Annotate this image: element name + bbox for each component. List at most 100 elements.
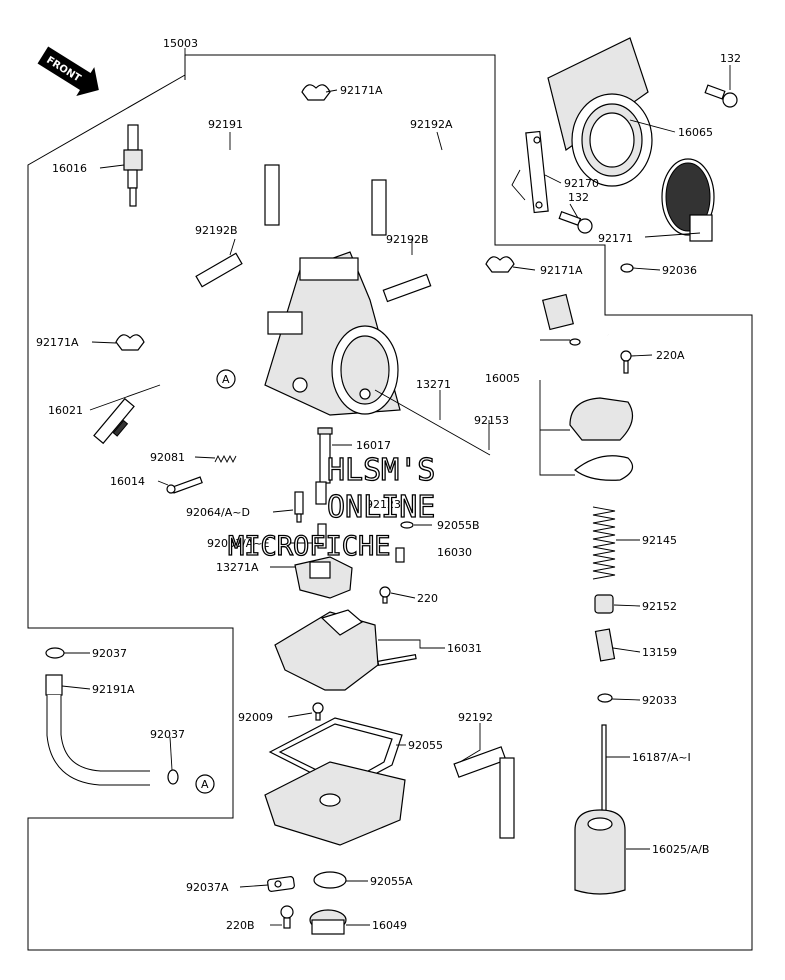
cap-92036-part[interactable] [620,263,634,273]
assembly-frame [27,54,753,951]
label-92153: 92153 [474,414,509,427]
label-92123: 92123 [366,498,401,511]
callout-a-lower: A [195,774,215,794]
plate-13271a-part[interactable] [294,556,353,599]
callout-a-lower-label: A [201,778,209,791]
pilot-jet-part[interactable] [317,523,327,549]
starter-plunger-part[interactable] [123,124,143,207]
label-16030: 16030 [437,546,472,559]
label-92081: 92081 [150,451,185,464]
label-220: 220 [417,592,438,605]
label-92009: 92009 [238,711,273,724]
clamp-92037a-part[interactable] [267,876,295,892]
label-92152: 92152 [642,600,677,613]
cable-adjuster-part[interactable] [542,293,574,331]
label-92037-upper: 92037 [92,647,127,660]
label-92145: 92145 [642,534,677,547]
label-13159: 13159 [642,646,677,659]
float-part[interactable] [274,609,417,691]
needle-holder-13159-part[interactable] [594,628,616,662]
screw-220-part[interactable] [379,586,391,604]
label-13271: 13271 [416,378,451,391]
label-92037a: 92037A [186,881,229,894]
clamp-left-part[interactable] [115,334,145,351]
label-132-mid: 132 [568,191,589,204]
watermark-line-3: MICROFICHE [228,531,391,562]
main-jet-part[interactable] [294,491,304,523]
bolt-132-mid-part[interactable] [558,210,593,234]
clamp-mid-part[interactable] [485,256,515,273]
spring-92081-part[interactable] [214,454,237,464]
gasket-cover-part[interactable] [574,455,634,481]
watermark-line-2: ONLINE [327,490,435,525]
band-clamp-part[interactable] [661,158,715,242]
adjusting-screw-part[interactable] [93,397,135,445]
label-92037-lower: 92037 [150,728,185,741]
top-cover-16005-part[interactable] [569,334,634,441]
label-92171a-mid: 92171A [540,264,583,277]
label-92191a: 92191A [92,683,135,696]
intake-holder-part[interactable] [547,37,653,187]
o-ring-92055b-part[interactable] [400,521,414,529]
label-92036: 92036 [662,264,697,277]
label-13271a: 13271A [216,561,259,574]
part-labels: 15003 132 92171A 92191 92192A 16065 1601… [36,37,741,932]
jet-holder-92123-part[interactable] [315,481,327,505]
spring-92145-part[interactable] [592,506,616,580]
label-92192a: 92192A [410,118,453,131]
label-92192b-right: 92192B [386,233,429,246]
callout-a-upper-label: A [222,373,230,386]
label-16031: 16031 [447,642,482,655]
hose-92191a-part[interactable] [45,647,179,786]
label-16017: 16017 [356,439,391,452]
label-92055b: 92055B [437,519,480,532]
pilot-screw-part[interactable] [166,476,203,494]
drain-hose-92192-part[interactable] [453,746,515,839]
label-92191: 92191 [208,118,243,131]
label-16065: 16065 [678,126,713,139]
label-92192: 92192 [458,711,493,724]
screw-220b-part[interactable] [280,905,294,929]
bolt-132-top-part[interactable] [704,84,738,108]
o-ring-92055a-part[interactable] [313,871,347,889]
clip-92033-part[interactable] [597,693,613,703]
label-16187: 16187/A~I [632,751,691,764]
carburetor-body-part[interactable] [264,251,401,416]
watermark: HLSM'S ONLINE MICROFICHE [227,452,436,562]
float-bowl-part[interactable] [264,761,406,846]
float-pin-part[interactable] [395,547,405,563]
label-92170: 92170 [564,177,599,190]
bracket-92170-part[interactable] [525,130,549,214]
label-92192b-left: 92192B [195,224,238,237]
jet-needle-part[interactable] [601,724,607,816]
leader-lines [61,48,731,926]
label-16049: 16049 [372,919,407,932]
screw-220a-part[interactable] [620,350,632,374]
vent-hoses-part[interactable] [157,119,473,381]
label-15003: 15003 [163,37,198,50]
label-16025: 16025/A/B [652,843,709,856]
screw-92009-part[interactable] [312,702,324,721]
label-16014: 16014 [110,475,145,488]
label-132-top: 132 [720,52,741,65]
label-92171a-left: 92171A [36,336,79,349]
label-16021: 16021 [48,404,83,417]
throttle-valve-part[interactable] [574,809,626,895]
label-92064: 92064/A~D [186,506,250,519]
label-92055a: 92055A [370,875,413,888]
drain-plug-part[interactable] [309,909,347,935]
clamp-top-part[interactable] [301,84,331,101]
watermark-line-1: HLSM'S [327,453,435,488]
label-92055: 92055 [408,739,443,752]
label-16005: 16005 [485,372,520,385]
label-16016: 16016 [52,162,87,175]
label-92063: 92063/A~E [207,537,269,550]
front-arrow: FRONT [37,46,99,96]
callout-a-upper: A [216,369,236,389]
label-220b: 220B [226,919,255,932]
label-220a: 220A [656,349,685,362]
label-92033: 92033 [642,694,677,707]
retainer-92152-part[interactable] [594,594,614,614]
label-92171a-top: 92171A [340,84,383,97]
